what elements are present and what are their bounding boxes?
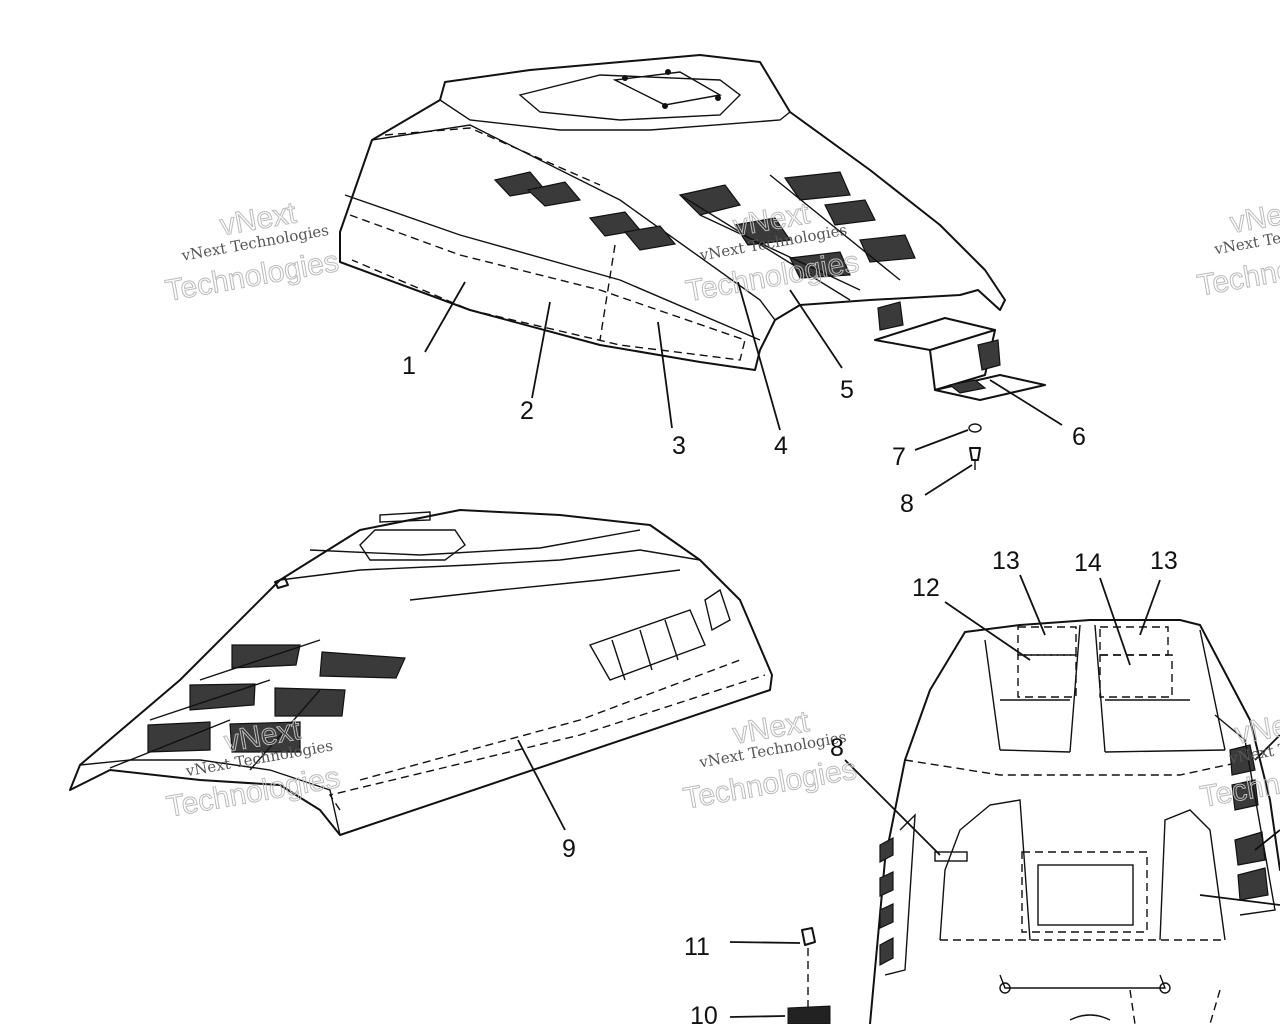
callout-14: 14 bbox=[1074, 549, 1102, 577]
side-hood-drawing bbox=[69, 509, 773, 836]
callout-labels: 1 2 3 4 5 6 7 8 9 12 13 14 13 8 11 10 bbox=[402, 352, 1178, 1024]
callout-13: 13 bbox=[992, 547, 1020, 575]
callout-13: 13 bbox=[1150, 547, 1178, 575]
callout-1: 1 bbox=[402, 352, 416, 380]
callout-5: 5 bbox=[840, 376, 854, 404]
callout-8: 8 bbox=[900, 490, 914, 518]
watermarks: vNext vNext Technologies Technologies vN… bbox=[163, 194, 1280, 825]
callout-8: 8 bbox=[830, 734, 844, 762]
callout-12: 12 bbox=[912, 574, 940, 602]
callout-9: 9 bbox=[562, 835, 576, 863]
leader-lines bbox=[424, 281, 1280, 1018]
callout-11: 11 bbox=[684, 933, 710, 961]
callout-6: 6 bbox=[1072, 423, 1086, 451]
top-hood-drawing bbox=[339, 54, 1046, 470]
callout-3: 3 bbox=[672, 432, 686, 460]
callout-2: 2 bbox=[520, 397, 534, 425]
front-hood-drawing bbox=[787, 619, 1280, 1024]
callout-4: 4 bbox=[774, 432, 788, 460]
callout-7: 7 bbox=[892, 443, 906, 471]
callout-10: 10 bbox=[690, 1002, 718, 1024]
